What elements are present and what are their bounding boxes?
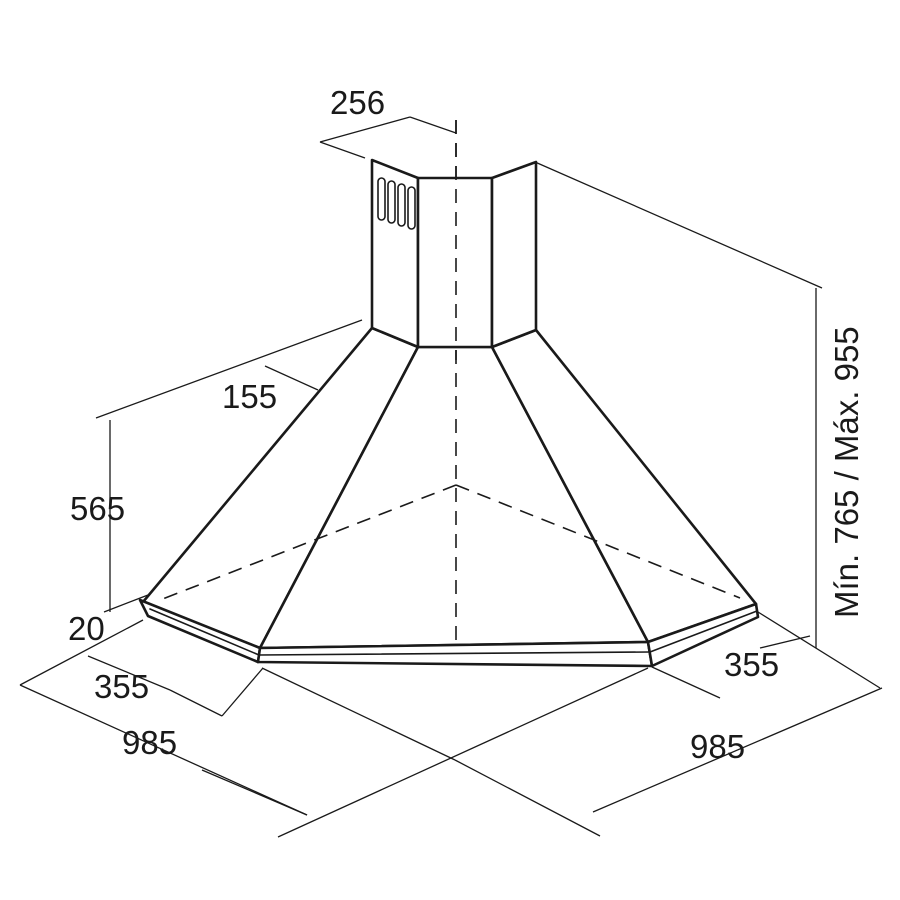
dim-rim-height: 20 xyxy=(68,610,105,647)
hood-body xyxy=(138,120,760,668)
dim-width-right: 985 xyxy=(690,728,745,765)
dimension-lines xyxy=(19,116,883,838)
chimney-front-panel xyxy=(416,176,494,349)
dim-width-left: 985 xyxy=(122,724,177,761)
dim-side-left: 355 xyxy=(94,668,149,705)
vent-slots-icon xyxy=(377,177,416,230)
dim-chimney-depth: 155 xyxy=(222,378,277,415)
chimney-right-panel xyxy=(490,160,538,349)
dim-total-height: Mín. 765 / Máx. 955 xyxy=(828,326,865,618)
dim-hood-height: 565 xyxy=(70,490,125,527)
hood-rim-right xyxy=(646,602,760,668)
dim-chimney-width: 256 xyxy=(330,84,385,121)
dim-side-right: 355 xyxy=(724,646,779,683)
